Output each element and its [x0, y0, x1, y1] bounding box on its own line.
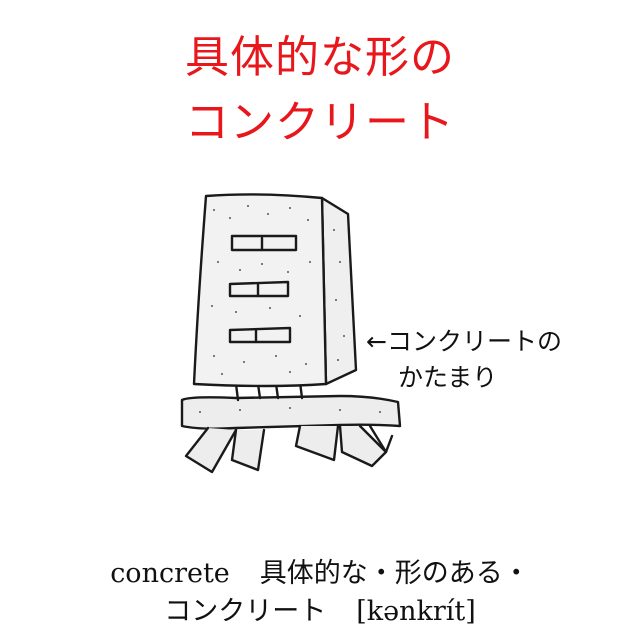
- stand-top-slab: [180, 394, 402, 430]
- stand-left-leg-inner: [230, 428, 266, 472]
- caption-meaning: 具体的な・形のある・: [259, 558, 530, 589]
- stand-right-leg-inner: [294, 424, 340, 462]
- caption-pronunciation: [kənkrít]: [356, 596, 476, 627]
- caption-katakana: コンクリート: [164, 596, 327, 627]
- annotation-line-2: かたまり: [398, 363, 498, 392]
- block-feet: [234, 380, 304, 402]
- annotation-line-1: ←コンクリートの: [366, 327, 562, 356]
- stand-left-leg: [184, 426, 238, 474]
- block-slot-middle: [228, 280, 290, 298]
- title-line-1: 具体的な形の: [185, 32, 455, 83]
- caption-word: concrete: [110, 558, 230, 589]
- block-front-face: [192, 193, 328, 388]
- block-slot-bottom: [228, 326, 292, 344]
- stand-step: [368, 424, 394, 454]
- concrete-speckles: [199, 205, 381, 413]
- caption-line-2: コンクリート [kənkrít]: [0, 594, 640, 630]
- block-side-face: [320, 196, 358, 386]
- stand-right-leg: [338, 424, 388, 468]
- title-line-2: コンクリート: [185, 97, 455, 148]
- block-slot-top: [230, 234, 298, 252]
- caption-line-1: concrete 具体的な・形のある・: [0, 556, 640, 592]
